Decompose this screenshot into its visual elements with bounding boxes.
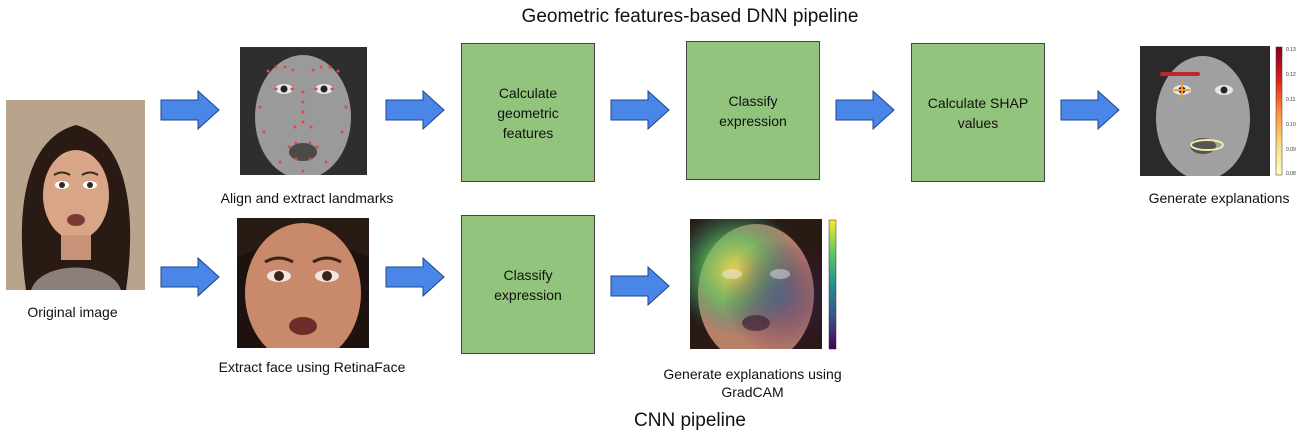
landmarks-caption: Align and extract landmarks bbox=[220, 190, 394, 206]
arrow-right-icon bbox=[1060, 90, 1120, 130]
arrow-right-icon bbox=[160, 257, 220, 297]
classify-expression-box-bottom: Classify expression bbox=[461, 215, 595, 354]
gradcam-caption: Generate explanations using GradCAM bbox=[663, 366, 842, 400]
arrow-right-icon bbox=[610, 90, 670, 130]
colorbar-tick-label: 0.12 bbox=[1286, 72, 1296, 78]
shap-colorbar: 0.13 0.12 0.11 0.10 0.09 0.08 bbox=[1275, 46, 1296, 177]
classify-expression-box-top: Classify expression bbox=[686, 41, 820, 180]
colorbar-tick-label: 0.09 bbox=[1286, 147, 1296, 153]
original-face-image bbox=[6, 100, 145, 290]
retinaface-caption: Extract face using RetinaFace bbox=[218, 359, 406, 375]
gradcam-colorbar bbox=[828, 219, 837, 350]
landmarks-face-image bbox=[240, 47, 367, 175]
calculate-geometric-features-box: Calculate geometric features bbox=[461, 43, 595, 182]
arrow-right-icon bbox=[160, 90, 220, 130]
bottom-pipeline-title: CNN pipeline bbox=[634, 410, 746, 431]
arrow-right-icon bbox=[385, 257, 445, 297]
colorbar-tick-label: 0.08 bbox=[1286, 171, 1296, 177]
colorbar-tick-label: 0.13 bbox=[1286, 47, 1296, 53]
original-image-caption: Original image bbox=[27, 304, 118, 320]
arrow-right-icon bbox=[385, 90, 445, 130]
retinaface-face-image bbox=[237, 218, 369, 348]
colorbar-tick-label: 0.10 bbox=[1286, 122, 1296, 128]
calculate-shap-values-box: Calculate SHAP values bbox=[911, 43, 1045, 182]
shap-explanation-image bbox=[1140, 46, 1270, 176]
arrow-right-icon bbox=[610, 266, 670, 306]
top-pipeline-title: Geometric features-based DNN pipeline bbox=[521, 6, 859, 27]
arrow-right-icon bbox=[835, 90, 895, 130]
colorbar-tick-label: 0.11 bbox=[1286, 97, 1296, 103]
gradcam-explanation-image bbox=[690, 219, 822, 349]
explanations-caption: Generate explanations bbox=[1148, 190, 1290, 206]
